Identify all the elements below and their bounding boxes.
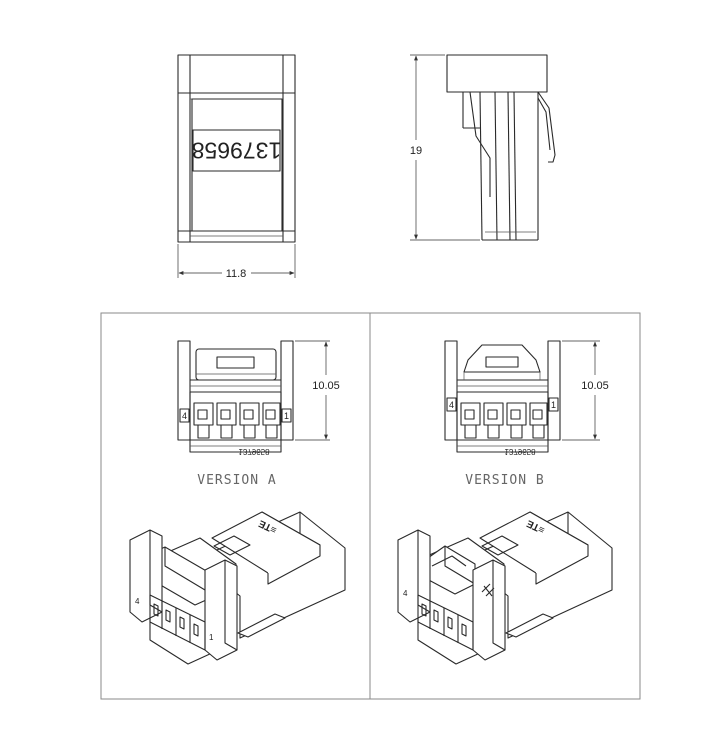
part-number-label: 1379658 — [192, 138, 282, 164]
version-a-front-view: 4 1 1379658 — [177, 340, 294, 456]
version-b-pin-label-left: 4 — [449, 400, 454, 410]
version-a-height-label: 10.05 — [312, 380, 340, 392]
version-b-height-label: 10.05 — [581, 380, 609, 392]
version-a-iso-pin-left: 4 — [135, 597, 140, 606]
width-dimension: 11.8 — [177, 244, 296, 280]
version-a-caption: VERSION A — [197, 473, 276, 488]
version-a-part-number: 1379658 — [238, 447, 270, 456]
front-view: 1379658 — [177, 54, 296, 243]
height-dimension: 19 — [410, 54, 480, 241]
width-dimension-label: 11.8 — [226, 268, 247, 280]
version-a-height-dimension: 10.05 — [295, 340, 340, 441]
version-b-iso-pin-left: 4 — [403, 589, 408, 598]
side-view — [446, 54, 556, 241]
version-b-height-dimension: 10.05 — [562, 340, 609, 441]
version-b-caption: VERSION B — [465, 473, 544, 488]
version-b-front-view: 4 1 1379658 — [444, 340, 561, 456]
version-a-pin-label-left: 4 — [182, 411, 187, 421]
version-a-pin-label-right: 1 — [284, 411, 289, 421]
height-dimension-label: 19 — [410, 145, 422, 157]
version-a-isometric-view: ≡TE 4 1 — [129, 511, 346, 665]
version-b-pin-label-right: 1 — [551, 400, 556, 410]
version-b-isometric-view: ≡TE 4 — [397, 511, 613, 665]
version-a-iso-pin-right: 1 — [209, 633, 214, 642]
version-b-part-number: 1379658 — [504, 447, 536, 456]
